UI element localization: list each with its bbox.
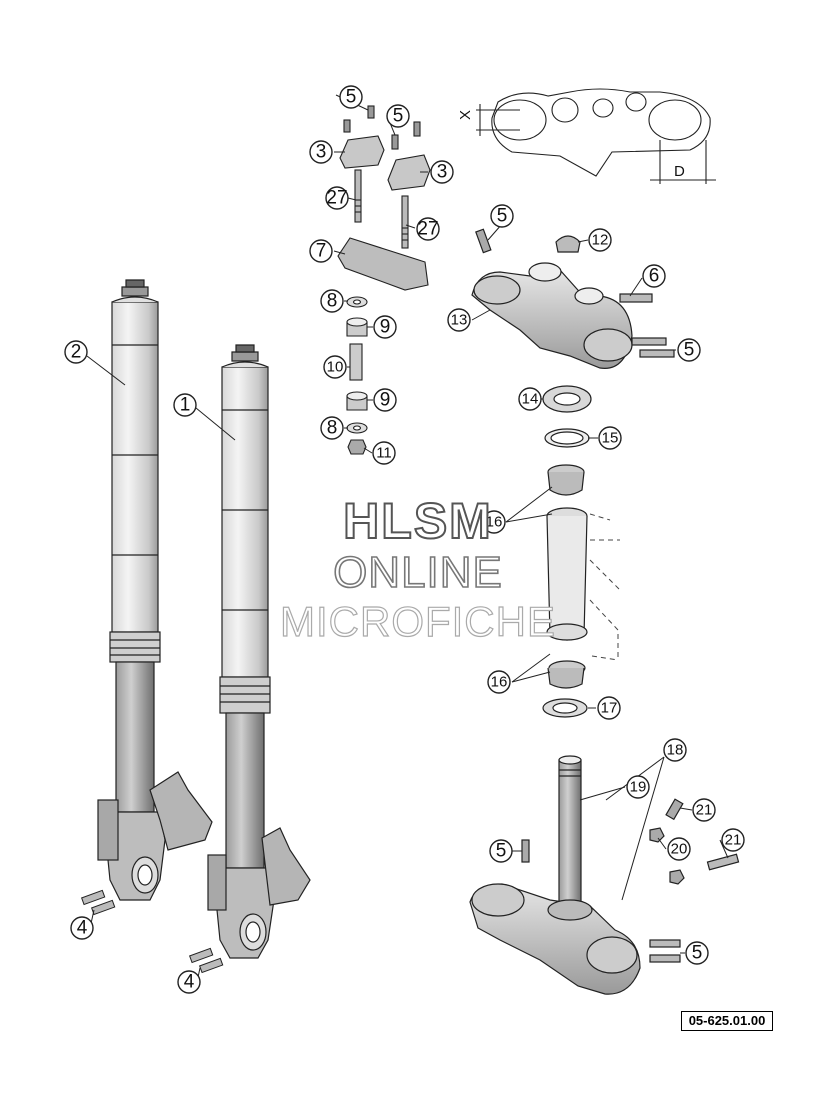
svg-text:3: 3 <box>316 142 327 163</box>
leader-lines <box>86 94 729 983</box>
svg-text:16: 16 <box>491 674 508 691</box>
svg-text:5: 5 <box>497 206 508 227</box>
svg-text:13: 13 <box>451 312 468 329</box>
axle-clamp-screws-right <box>188 947 224 974</box>
svg-text:4: 4 <box>184 972 195 993</box>
callout-7: 7 <box>309 239 333 263</box>
svg-text:27: 27 <box>417 219 438 240</box>
callout-5: 5 <box>339 85 363 109</box>
svg-text:19: 19 <box>630 779 647 796</box>
callout-4: 4 <box>177 970 201 994</box>
callout-10: 10 <box>323 355 347 379</box>
callout-5: 5 <box>489 839 513 863</box>
callout-12: 12 <box>588 228 612 252</box>
drawing-code-label: 05-625.01.00 <box>681 1011 773 1031</box>
callout-15: 15 <box>598 426 622 450</box>
svg-text:15: 15 <box>602 430 619 447</box>
svg-text:5: 5 <box>393 106 404 127</box>
svg-text:12: 12 <box>592 232 609 249</box>
svg-text:1: 1 <box>180 395 191 416</box>
fork-leg-right <box>207 344 311 959</box>
dimension-x-label: X <box>457 110 474 120</box>
svg-text:16: 16 <box>486 514 503 531</box>
upper-triple-clamp <box>471 228 675 369</box>
callout-5: 5 <box>386 104 410 128</box>
svg-text:8: 8 <box>327 291 338 312</box>
svg-text:3: 3 <box>437 162 448 183</box>
callout-11: 11 <box>372 441 396 465</box>
svg-text:14: 14 <box>522 391 539 408</box>
steering-bearing-parts <box>542 385 592 718</box>
callout-markers: 2 1 5 5 3 3 27 27 7 8 9 10 9 8 11 5 12 6… <box>64 85 745 994</box>
callout-17: 17 <box>597 696 621 720</box>
svg-text:6: 6 <box>649 266 660 287</box>
fork-leg-left <box>97 279 213 901</box>
svg-text:7: 7 <box>316 241 327 262</box>
svg-text:20: 20 <box>671 841 688 858</box>
callout-2: 2 <box>64 340 88 364</box>
svg-text:21: 21 <box>696 802 713 819</box>
callout-16: 16 <box>482 510 506 534</box>
svg-text:9: 9 <box>380 317 391 338</box>
upper-clamp-dimension-view <box>476 88 716 184</box>
svg-text:4: 4 <box>77 918 88 939</box>
svg-text:10: 10 <box>327 359 344 376</box>
frame-head-outline <box>589 513 621 661</box>
svg-text:5: 5 <box>346 87 357 108</box>
callout-14: 14 <box>518 387 542 411</box>
svg-text:8: 8 <box>327 418 338 439</box>
handlebar-clamp-parts <box>337 105 431 455</box>
callout-13: 13 <box>447 308 471 332</box>
callout-8: 8 <box>320 289 344 313</box>
callout-27: 27 <box>325 186 349 210</box>
callout-3: 3 <box>430 160 454 184</box>
callout-21: 21 <box>692 798 716 822</box>
callout-5: 5 <box>685 941 709 965</box>
svg-text:17: 17 <box>601 700 618 717</box>
callout-21: 21 <box>721 828 745 852</box>
callout-16: 16 <box>487 670 511 694</box>
callout-9: 9 <box>373 315 397 339</box>
svg-text:5: 5 <box>684 340 695 361</box>
svg-text:21: 21 <box>725 832 742 849</box>
callout-18: 18 <box>663 738 687 762</box>
callout-8: 8 <box>320 416 344 440</box>
callout-3: 3 <box>309 140 333 164</box>
axle-clamp-screws-left <box>80 889 116 916</box>
callout-20: 20 <box>667 837 691 861</box>
svg-text:11: 11 <box>376 445 392 462</box>
svg-text:18: 18 <box>667 742 684 759</box>
svg-text:27: 27 <box>326 188 347 209</box>
callout-6: 6 <box>642 264 666 288</box>
svg-text:9: 9 <box>380 390 391 411</box>
callout-19: 19 <box>626 775 650 799</box>
callout-9: 9 <box>373 388 397 412</box>
callout-1: 1 <box>173 393 197 417</box>
svg-text:2: 2 <box>71 342 82 363</box>
callout-27: 27 <box>416 217 440 241</box>
callout-4: 4 <box>70 916 94 940</box>
callout-5: 5 <box>677 338 701 362</box>
svg-text:5: 5 <box>496 841 507 862</box>
dimension-d-label: D <box>674 163 685 180</box>
callout-5: 5 <box>490 204 514 228</box>
lower-triple-clamp <box>469 755 740 995</box>
svg-text:5: 5 <box>692 943 703 964</box>
